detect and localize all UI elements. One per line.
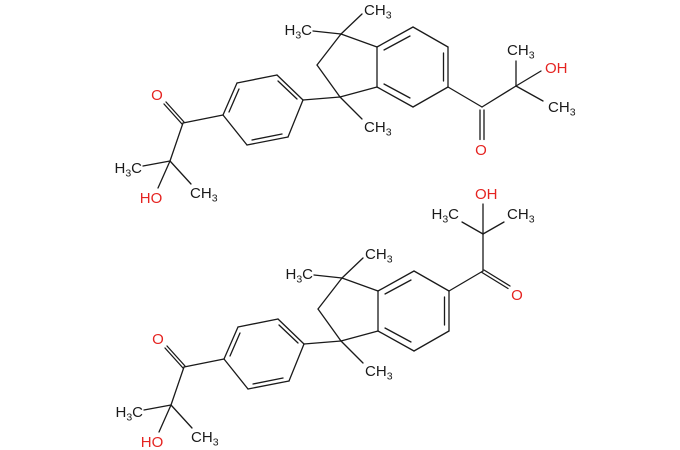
bond — [170, 404, 193, 429]
bond — [384, 279, 412, 295]
bond — [252, 377, 284, 385]
bond — [412, 86, 449, 108]
atom-label: O — [151, 87, 163, 104]
atom-label: CH3 — [548, 99, 576, 119]
bond — [237, 318, 279, 328]
bond — [236, 74, 278, 84]
atom-label: H3C — [115, 404, 143, 424]
atom-label: H3C — [431, 206, 459, 226]
bond — [377, 330, 415, 352]
bond — [312, 30, 342, 35]
bond — [247, 380, 290, 390]
bond — [142, 160, 171, 167]
bond — [339, 96, 363, 120]
bond — [277, 80, 298, 100]
atom-label: CH3 — [364, 2, 392, 22]
bond — [158, 404, 172, 433]
bond — [412, 26, 449, 48]
bond — [413, 270, 450, 292]
bond — [229, 332, 241, 357]
atom-label: O — [511, 287, 523, 304]
bond — [377, 270, 415, 292]
bond — [515, 85, 544, 102]
bond — [482, 221, 505, 235]
bond — [164, 347, 184, 369]
atom-label: O — [475, 142, 487, 159]
bond — [183, 358, 225, 368]
bond — [182, 114, 224, 124]
bond — [143, 404, 172, 411]
atom-label: H3C — [114, 160, 142, 180]
atom-label: H3C — [284, 22, 312, 42]
bond — [339, 86, 378, 98]
bond — [413, 330, 450, 352]
bond — [165, 101, 185, 123]
bond — [276, 74, 304, 101]
atom-label: CH3 — [191, 429, 219, 449]
bond — [384, 327, 412, 343]
bond — [169, 122, 184, 162]
bond — [341, 257, 364, 279]
bond — [170, 366, 185, 406]
bond — [163, 103, 183, 125]
bond — [341, 277, 379, 292]
bond — [222, 82, 238, 116]
bond — [277, 318, 305, 345]
bond — [383, 35, 411, 51]
bond — [228, 88, 240, 113]
bond — [383, 83, 411, 99]
bond — [340, 33, 378, 48]
atom-label: CH3 — [364, 119, 392, 139]
bond — [287, 99, 304, 138]
bond — [317, 308, 342, 342]
bond — [481, 85, 517, 108]
atom-label: CH3 — [365, 363, 393, 383]
atom-label: OH — [545, 60, 568, 77]
bond — [303, 340, 342, 345]
atom-label: HO — [140, 190, 163, 207]
bond — [461, 221, 484, 235]
bond — [169, 160, 192, 185]
bond — [448, 270, 484, 292]
bond — [376, 86, 414, 108]
atom-label: CH3 — [365, 246, 393, 266]
atom-label: HO — [141, 434, 164, 450]
atom-label: CH3 — [190, 185, 218, 205]
atom-label: H3C — [285, 266, 313, 286]
bond — [166, 345, 186, 367]
bond — [313, 274, 343, 279]
bond — [340, 13, 363, 35]
bond — [481, 271, 509, 290]
bond — [316, 33, 342, 66]
atom-label: CH3 — [507, 42, 535, 62]
bond — [223, 326, 239, 360]
bond — [223, 358, 249, 390]
bond — [447, 86, 483, 108]
bond — [222, 114, 248, 146]
bond — [157, 160, 171, 189]
bond — [288, 343, 305, 382]
bond — [278, 324, 299, 344]
atom-label: OH — [475, 186, 498, 203]
bond — [376, 26, 414, 48]
bond — [340, 340, 364, 364]
bond — [302, 96, 341, 101]
bond — [340, 330, 379, 342]
atom-label: CH3 — [507, 206, 535, 226]
bond — [316, 64, 341, 98]
bond — [317, 277, 343, 310]
bond — [246, 136, 289, 146]
atom-label: O — [152, 331, 164, 348]
bond — [515, 70, 542, 87]
bond — [251, 133, 283, 141]
bond — [483, 269, 511, 287]
